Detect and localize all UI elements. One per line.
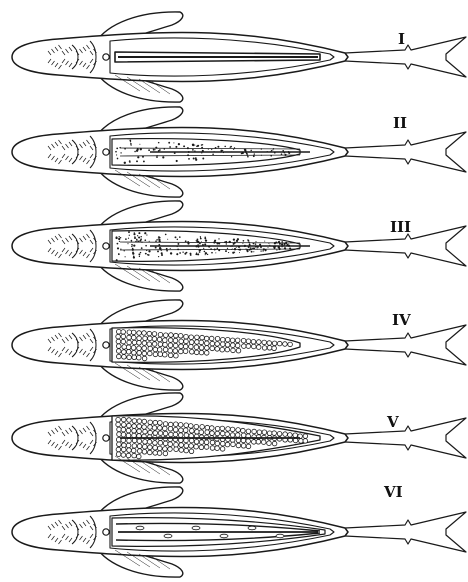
caudal-fin — [345, 418, 466, 458]
ovary — [115, 52, 320, 62]
anus-mark — [103, 435, 109, 441]
fish-stage-v — [12, 393, 466, 483]
caudal-fin — [345, 512, 466, 552]
stage-label: V — [386, 413, 399, 431]
anus-mark — [103, 54, 109, 60]
fish-stage-i — [12, 12, 466, 102]
anus-mark — [103, 149, 109, 155]
caudal-fin — [345, 37, 466, 77]
anus-mark — [103, 243, 109, 249]
fish-stage-iii — [12, 201, 466, 291]
stage-label: II — [393, 114, 407, 132]
stage-label: I — [398, 30, 405, 48]
stage-label: IV — [392, 311, 411, 329]
anus-mark — [103, 342, 109, 348]
stage-label: III — [390, 218, 411, 236]
anus-mark — [103, 529, 109, 535]
caudal-fin — [345, 132, 466, 172]
stage-label: VI — [383, 483, 403, 501]
caudal-fin — [345, 325, 466, 365]
